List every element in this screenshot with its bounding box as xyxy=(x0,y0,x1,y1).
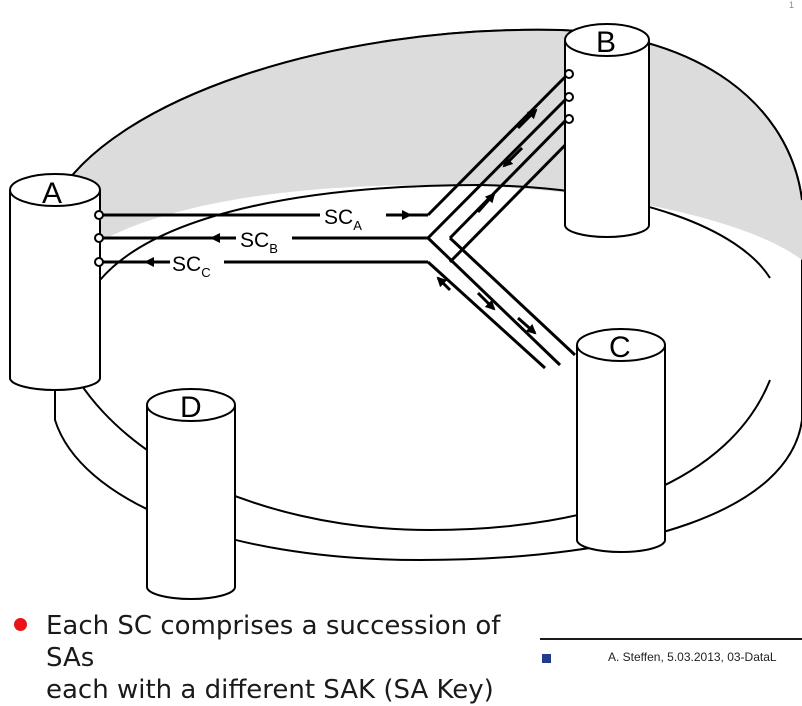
arrow-to-b-2 xyxy=(476,192,496,213)
sc-b-label: SCB xyxy=(240,229,278,256)
port-a-3 xyxy=(94,257,104,267)
arrow-to-c-2 xyxy=(517,316,537,335)
station-c-label: C xyxy=(609,331,631,364)
port-b-2 xyxy=(564,92,574,102)
station-d-label: D xyxy=(180,391,202,424)
station-a-label: A xyxy=(42,177,62,210)
sc-c-label: SCC xyxy=(172,253,211,280)
station-d: D xyxy=(146,388,236,600)
station-a: A xyxy=(9,173,104,391)
port-b-1 xyxy=(564,69,574,79)
bullet-line-1: Each SC comprises a succession of SAs xyxy=(46,611,501,673)
footer-divider xyxy=(540,638,802,640)
arrow-from-c xyxy=(436,276,452,292)
station-c: C xyxy=(576,328,666,553)
port-a-1 xyxy=(94,210,104,220)
channel-arrows xyxy=(144,108,538,335)
port-a-2 xyxy=(94,233,104,243)
bullet-text: Each SC comprises a succession of SAs ea… xyxy=(46,610,526,706)
station-b: B xyxy=(564,23,650,238)
station-b-label: B xyxy=(596,26,616,59)
arrow-to-b xyxy=(516,108,538,130)
bullet-dot xyxy=(14,618,27,631)
port-b-3 xyxy=(564,114,574,124)
footer-text: A. Steffen, 5.03.2013, 03-DataL xyxy=(608,650,777,664)
footer-square-icon xyxy=(542,654,551,663)
arrow-to-c xyxy=(476,291,496,311)
page-number: 1 xyxy=(789,0,795,10)
channel-labels: SCA SCB SCC xyxy=(170,200,386,280)
sc-a-label: SCA xyxy=(324,206,362,233)
arrow-from-b xyxy=(502,146,524,168)
macsec-ring-diagram: A B C D SCA SCB SCC xyxy=(9,23,802,600)
